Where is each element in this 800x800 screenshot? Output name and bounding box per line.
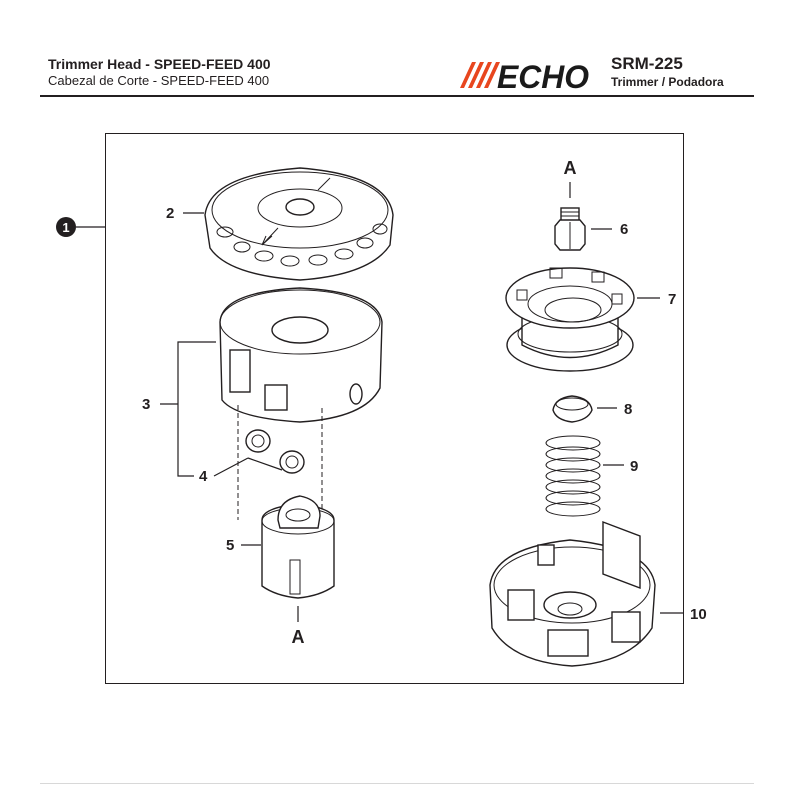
header-divider bbox=[40, 95, 754, 97]
part-6-bolt-adapter bbox=[554, 207, 586, 251]
ref-a-bottom: A bbox=[292, 627, 305, 647]
callout-6: 6 bbox=[620, 221, 628, 238]
part-7-spool bbox=[505, 267, 635, 372]
page-subtitle: Cabezal de Corte - SPEED-FEED 400 bbox=[48, 73, 270, 88]
ref-a-top: A bbox=[564, 158, 577, 178]
model-subtitle: Trimmer / Podadora bbox=[611, 75, 724, 89]
page-title: Trimmer Head - SPEED-FEED 400 bbox=[48, 56, 271, 72]
footer-divider bbox=[40, 783, 754, 784]
callout-2: 2 bbox=[166, 205, 174, 222]
callout-9: 9 bbox=[630, 458, 638, 475]
callout-5: 5 bbox=[226, 537, 234, 554]
callout-7: 7 bbox=[668, 291, 676, 308]
callout-10: 10 bbox=[690, 606, 707, 623]
callout-8: 8 bbox=[624, 401, 632, 418]
part-2-cover bbox=[204, 167, 394, 281]
model-number: SRM-225 bbox=[611, 54, 683, 73]
part-8-cap bbox=[552, 395, 593, 423]
callout-3: 3 bbox=[142, 396, 150, 413]
svg-text:ECHO: ECHO bbox=[497, 59, 589, 92]
assembly-number: 1 bbox=[62, 220, 69, 235]
part-10-base bbox=[489, 520, 656, 667]
part-5-knob bbox=[261, 495, 335, 599]
callout-assembly-1: 1 bbox=[56, 217, 105, 237]
part-3-housing bbox=[219, 287, 383, 423]
part-4-eyelets bbox=[245, 429, 305, 474]
diagram-frame bbox=[105, 133, 684, 684]
echo-logo: ECHO bbox=[460, 59, 589, 92]
callout-4: 4 bbox=[199, 468, 208, 485]
part-9-spring bbox=[545, 435, 601, 517]
